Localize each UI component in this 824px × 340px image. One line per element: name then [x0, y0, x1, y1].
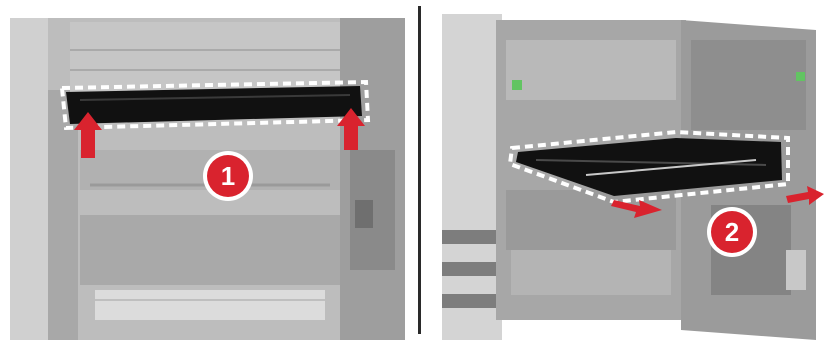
indicator-green: [512, 80, 522, 90]
step-1-panel: 1: [0, 0, 412, 340]
printer-lower-section: [80, 215, 340, 285]
step-2-illustration: 2: [436, 0, 824, 340]
printer-top-section: [70, 22, 350, 92]
step-badge: 1: [203, 151, 253, 201]
step-number: 1: [221, 161, 235, 191]
step-1-illustration: 1: [0, 0, 412, 340]
printer-frame-left: [442, 14, 502, 340]
step-badge: 2: [707, 207, 757, 257]
printer-frame-left: [10, 18, 48, 340]
step-2-panel: 2: [436, 0, 824, 340]
printer-side-rail: [48, 90, 78, 340]
paper-guide: [95, 290, 325, 320]
step-number: 2: [725, 217, 739, 247]
panel-divider: [418, 6, 421, 334]
